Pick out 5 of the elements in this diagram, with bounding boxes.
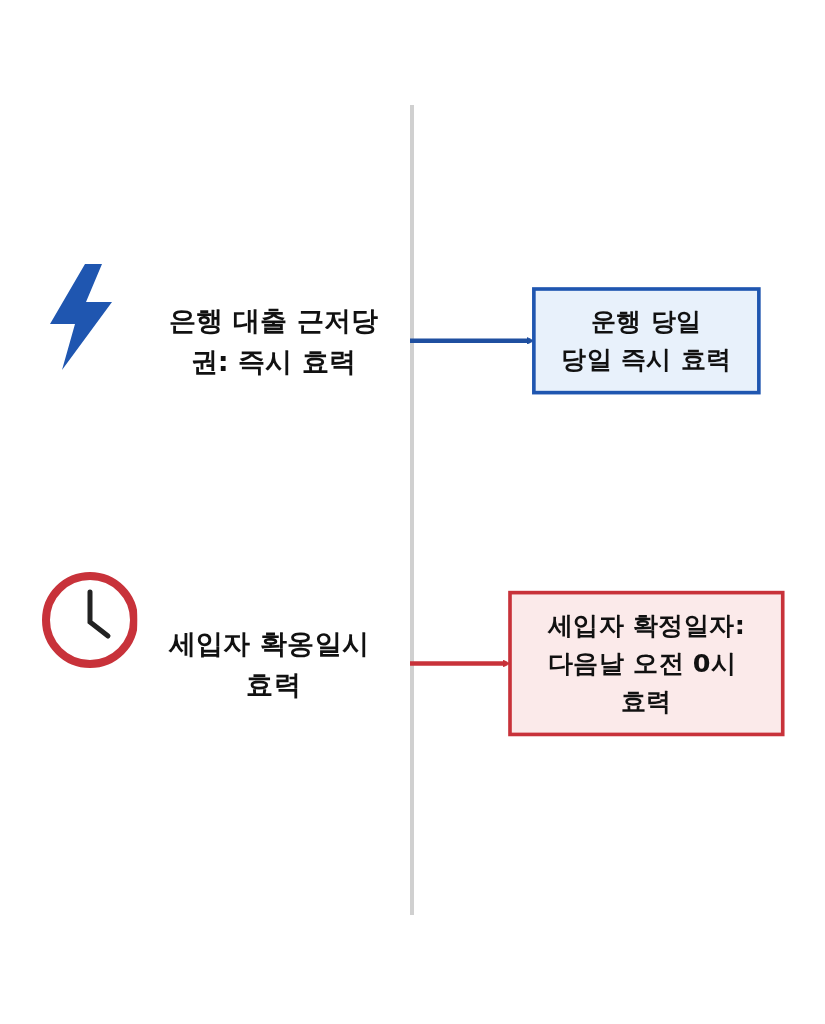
node-box: 세입자 확정일자: 다음날 오전 0시 효력 bbox=[508, 590, 785, 736]
arrow bbox=[410, 336, 535, 345]
node-text: 은행 대출 근저당권: 즉시 효력 bbox=[168, 304, 379, 377]
node-text: 세입자 확옹일시 효력 bbox=[168, 626, 370, 700]
node-box: 운행 당일 당일 즉시 효력 bbox=[532, 286, 761, 395]
